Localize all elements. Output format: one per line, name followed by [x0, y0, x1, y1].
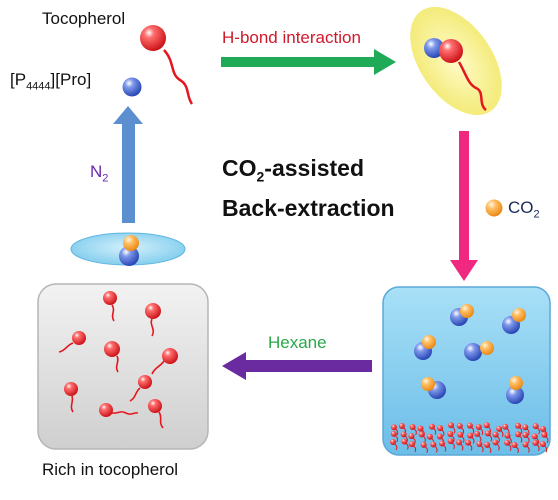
tocopherol-sediment-icon	[390, 422, 549, 454]
vessel-pair-3-icon	[414, 335, 436, 360]
title-line-1: CO2-assisted	[222, 155, 365, 185]
sediment-molecule-icon	[504, 432, 512, 444]
tocopherol-molecules-icon	[58, 291, 178, 429]
hexane-label: Hexane	[268, 333, 327, 352]
tocopherol-molecule-icon	[140, 25, 194, 105]
co2-rich-vessel	[382, 286, 551, 456]
tocopherol-icon	[151, 348, 178, 375]
tocopherol-icon	[148, 399, 164, 429]
sediment-molecule-icon	[408, 441, 417, 453]
sediment-molecule-icon	[496, 425, 504, 438]
tocopherol-icon	[104, 341, 120, 373]
ionic-liquid-molecule-icon	[122, 77, 142, 97]
tocopherol-icon	[145, 303, 161, 337]
sediment-molecule-icon	[484, 441, 492, 454]
rich-in-tocopherol-label: Rich in tocopherol	[42, 460, 179, 479]
sediment-molecule-icon	[504, 439, 512, 452]
tocopherol-icon	[58, 331, 86, 353]
process-title: CO2-assisted Back-extraction	[222, 153, 395, 224]
sediment-molecule-icon	[430, 441, 438, 453]
sediment-molecule-icon	[484, 430, 493, 442]
hbond-arrow-icon	[221, 49, 396, 75]
hexane-arrow-icon	[222, 352, 372, 380]
tocopherol-icon	[103, 291, 117, 322]
tocopherol-icon	[129, 375, 152, 402]
sediment-molecule-icon	[515, 431, 523, 443]
sediment-molecule-icon	[447, 438, 455, 450]
sediment-molecule-icon	[539, 441, 548, 453]
sediment-molecule-icon	[522, 424, 530, 436]
sediment-molecule-icon	[532, 423, 540, 435]
n2-label: N2	[90, 162, 109, 185]
vessel-pair-4-icon	[464, 341, 494, 361]
sediment-molecule-icon	[492, 431, 500, 443]
sediment-molecule-icon	[467, 432, 475, 444]
tocopherol-rich-vessel	[37, 283, 209, 450]
sediment-molecule-icon	[428, 423, 437, 435]
n2-arrow-icon	[113, 106, 143, 223]
sediment-molecule-icon	[390, 424, 399, 436]
tocopherol-icon	[64, 382, 78, 413]
tocopherol-label: Tocopherol	[42, 9, 126, 28]
sediment-molecule-icon	[476, 440, 484, 453]
sediment-molecule-icon	[522, 441, 530, 453]
sediment-molecule-icon	[438, 440, 447, 452]
complex-ellipse-icon	[410, 6, 502, 116]
sediment-molecule-icon	[390, 430, 399, 443]
sediment-molecule-icon	[532, 439, 540, 452]
sediment-molecule-icon	[401, 438, 409, 450]
sediment-molecule-icon	[456, 422, 465, 435]
ionic-liquid-label: [P4444][Pro]	[10, 70, 92, 93]
sediment-molecule-icon	[511, 441, 519, 454]
vessel-pair-1-icon	[450, 304, 474, 326]
sediment-molecule-icon	[418, 431, 426, 443]
sediment-molecule-icon	[456, 439, 464, 451]
sediment-molecule-icon	[409, 424, 417, 436]
sediment-molecule-icon	[457, 431, 465, 443]
sediment-molecule-icon	[492, 439, 500, 451]
sediment-molecule-icon	[465, 439, 473, 451]
co2-label: CO2	[508, 198, 540, 221]
separated-il-disc-icon	[70, 232, 186, 266]
vessel-pair-5-icon	[421, 377, 446, 399]
sediment-molecule-icon	[522, 431, 530, 444]
co2-molecule-icon	[485, 199, 503, 217]
tocopherol-icon	[99, 403, 139, 417]
title-line-2: Back-extraction	[222, 194, 395, 221]
sediment-molecule-icon	[466, 422, 475, 434]
co2-arrow-icon	[450, 131, 478, 281]
sediment-molecule-icon	[515, 422, 523, 435]
sediment-molecule-icon	[475, 423, 484, 436]
vessel-pair-2-icon	[502, 308, 526, 334]
sediment-molecule-icon	[390, 438, 398, 451]
hbond-interaction-label: H-bond interaction	[222, 28, 361, 47]
sediment-molecule-icon	[437, 425, 445, 437]
sediment-molecule-icon	[420, 441, 428, 454]
sediment-molecule-icon	[541, 431, 549, 444]
vessel-pair-6-icon	[506, 376, 524, 404]
sediment-molecule-icon	[448, 422, 456, 434]
